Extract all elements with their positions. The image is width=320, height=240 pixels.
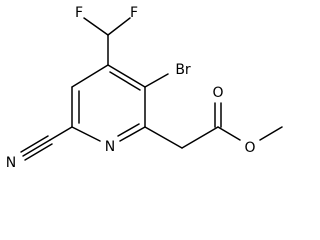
- bond-c5-c4: [71, 64, 109, 88]
- bond-c3-br: [144, 73, 169, 88]
- atom-n-nitrile: N: [6, 155, 16, 171]
- bond-c2-n: [119, 126, 146, 142]
- atom-o-carbonyl: O: [212, 85, 223, 101]
- bond-c-o-ester: [217, 126, 241, 141]
- molecule-structure: F F Br O N O N: [6, 5, 283, 171]
- bond-c6-cn: [49, 126, 73, 141]
- bond-ch2-c: [181, 126, 219, 149]
- bond-c4-c3-inner: [109, 71, 141, 91]
- atom-o-ester: O: [244, 140, 255, 156]
- atom-n-ring: N: [105, 139, 115, 155]
- bond-nitrile-1: [22, 139, 51, 157]
- bond-c2-ch2: [144, 126, 183, 149]
- bond-n-c6: [71, 126, 101, 142]
- atom-f1: F: [75, 5, 83, 21]
- bond-nitrile-3: [24, 143, 53, 161]
- bond-nitrile-2: [20, 135, 49, 153]
- bond-f2-chf2: [107, 17, 131, 36]
- atom-br: Br: [175, 62, 191, 78]
- bond-o-ch3: [259, 126, 283, 141]
- atom-f2: F: [130, 5, 138, 21]
- bond-c2-n-inner: [117, 123, 140, 137]
- bond-c4-c3: [107, 64, 146, 88]
- bond-f1-chf2: [83, 17, 109, 36]
